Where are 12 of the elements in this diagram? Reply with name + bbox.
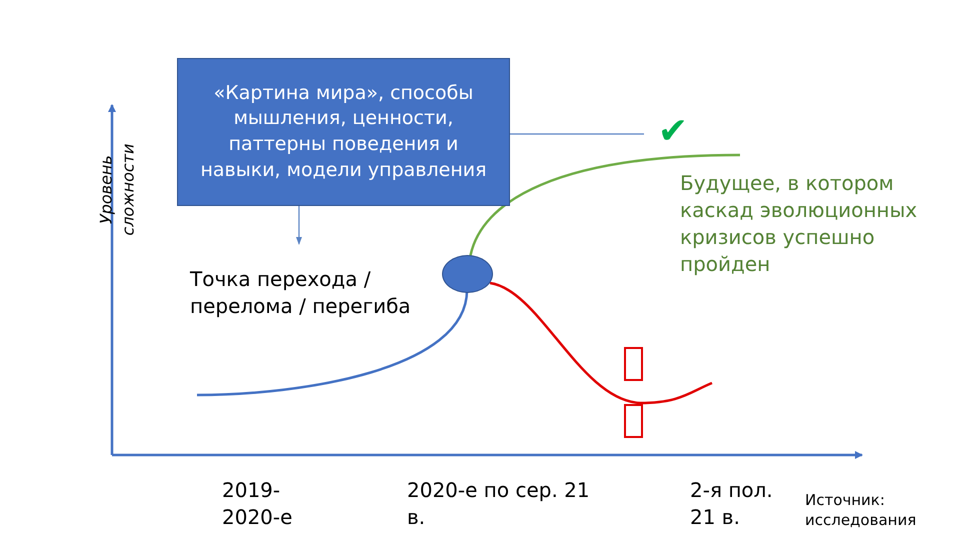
source-note: Источник: исследования xyxy=(805,490,918,530)
period-label: 2-я пол. 21 в. xyxy=(690,477,774,531)
concept-box: «Картина мира», способы мышления, ценности, паттерны поведения и навыки, модели управления xyxy=(177,58,510,206)
arrow xyxy=(296,206,302,245)
transition-point-circle xyxy=(442,255,493,293)
transition-point-text: Точка перехода / перелома / перегиба xyxy=(190,248,430,338)
future-note: Будущее, в котором каскад эволюционных кризисов успешно пройден xyxy=(680,170,918,278)
axis-title: Уровень сложности xyxy=(95,142,138,238)
check-mark: ✔ xyxy=(652,110,694,154)
connector-line xyxy=(510,133,644,135)
period-label: 2020-е по сер. 21 в. xyxy=(407,477,591,531)
period-label: 2019- 2020-е xyxy=(222,477,294,531)
